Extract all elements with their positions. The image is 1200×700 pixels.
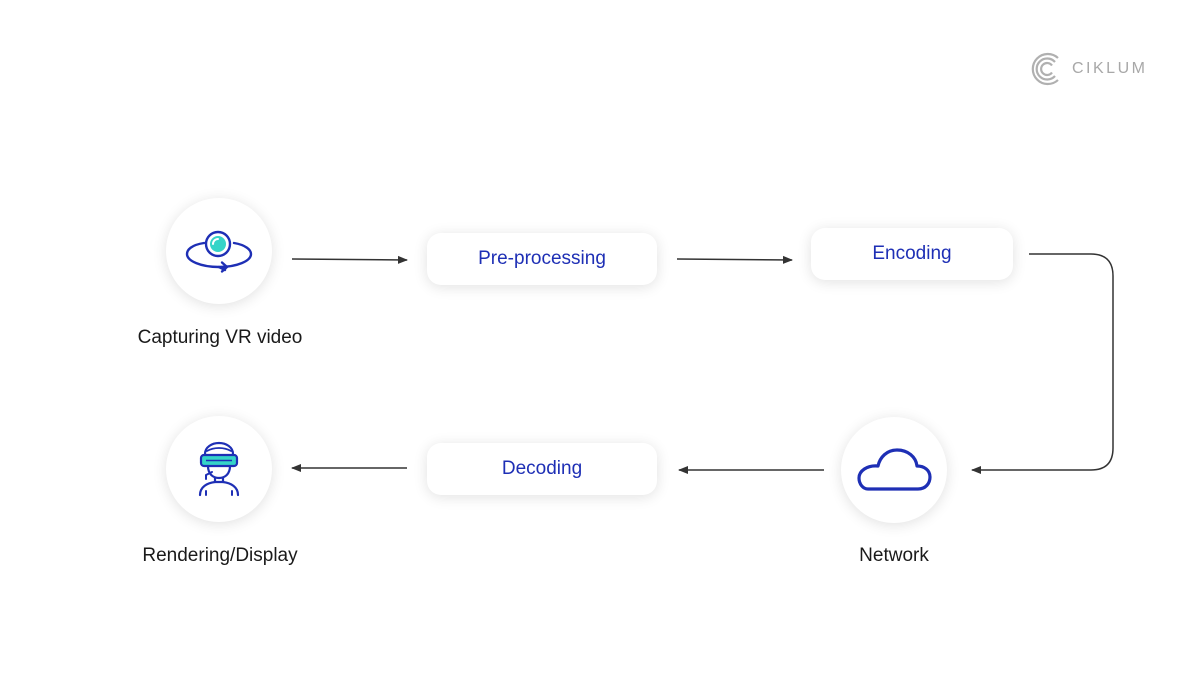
rendering-node bbox=[166, 416, 272, 522]
decoding-step: Decoding bbox=[427, 443, 657, 495]
ciklum-logo-icon bbox=[1031, 52, 1059, 86]
preprocessing-step: Pre-processing bbox=[427, 233, 657, 285]
ciklum-logo: CIKLUM bbox=[1028, 50, 1147, 88]
preprocessing-label: Pre-processing bbox=[478, 248, 606, 269]
arrow-capture-to-preprocessing bbox=[291, 255, 408, 264]
encoding-step: Encoding bbox=[811, 228, 1013, 280]
network-label: Network bbox=[859, 545, 929, 566]
network-node bbox=[841, 417, 947, 523]
rendering-label: Rendering/Display bbox=[142, 545, 298, 566]
cloud-icon bbox=[857, 448, 932, 491]
capture-label: Capturing VR video bbox=[137, 327, 303, 348]
decoding-label: Decoding bbox=[501, 458, 583, 479]
ciklum-logo-text: CIKLUM bbox=[1072, 60, 1148, 77]
encoding-label: Encoding bbox=[872, 243, 952, 264]
vr-headset-user-icon bbox=[198, 441, 240, 497]
capture-node bbox=[166, 198, 272, 304]
vr-camera-icon bbox=[185, 230, 253, 273]
arrow-preprocessing-to-encoding bbox=[676, 255, 793, 264]
arrow-encoding-to-network bbox=[971, 253, 1114, 474]
